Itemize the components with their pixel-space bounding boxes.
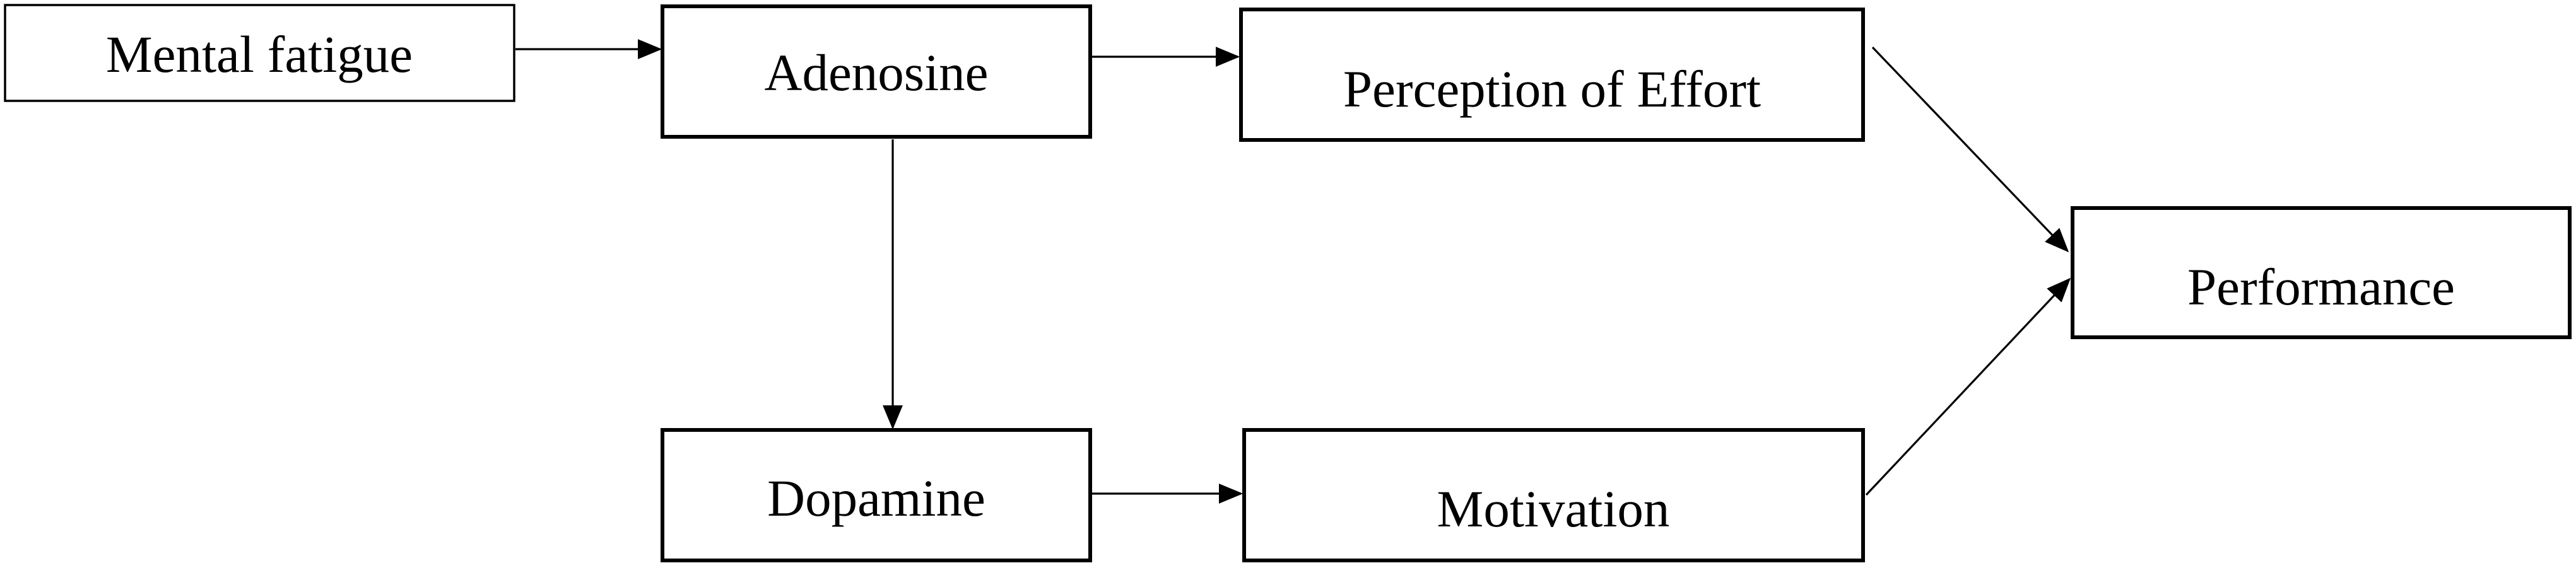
node-perception-of-effort: Perception of Effort <box>1239 8 1865 142</box>
node-dopamine-label: Dopamine <box>767 469 985 527</box>
node-mental-fatigue-label: Mental fatigue <box>106 25 413 83</box>
node-adenosine: Adenosine <box>661 4 1092 139</box>
edge-perception-of-effort-to-performance <box>1871 46 2069 253</box>
node-motivation-label: Motivation <box>1437 480 1670 538</box>
node-motivation: Motivation <box>1242 428 1865 562</box>
node-dopamine: Dopamine <box>661 428 1092 562</box>
node-performance-label: Performance <box>2187 258 2455 316</box>
node-performance: Performance <box>2071 206 2572 339</box>
edge-motivation-to-performance <box>1865 277 2071 496</box>
node-adenosine-label: Adenosine <box>765 43 989 101</box>
node-mental-fatigue: Mental fatigue <box>4 4 515 102</box>
node-perception-of-effort-label: Perception of Effort <box>1343 60 1761 118</box>
